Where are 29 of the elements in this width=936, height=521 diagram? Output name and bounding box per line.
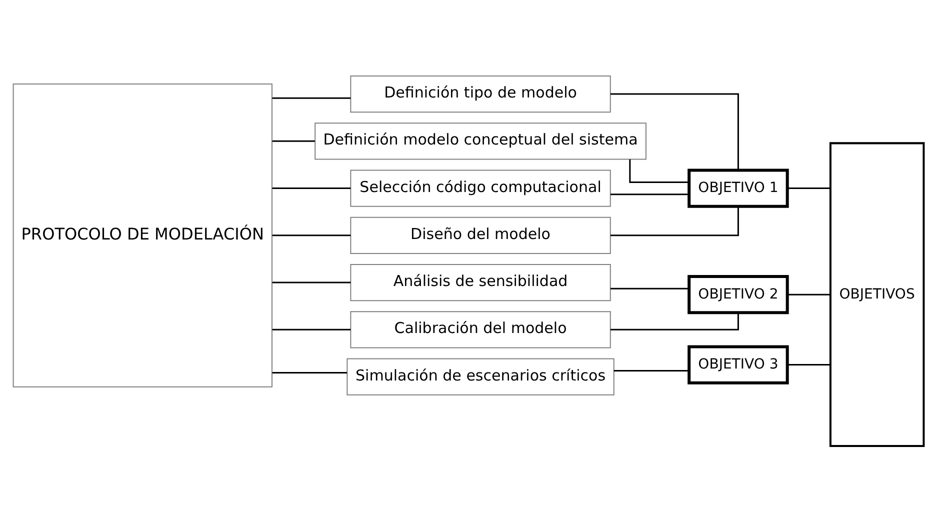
connector	[610, 312, 738, 330]
node-box: Calibración del modelo	[350, 310, 610, 348]
connector	[610, 92, 738, 170]
connector	[272, 372, 346, 374]
node-box: Diseño del modelo	[350, 216, 610, 254]
connector	[610, 206, 738, 236]
node-box: OBJETIVO 3	[687, 344, 788, 384]
node-box: OBJETIVO 1	[687, 168, 788, 208]
node-box: OBJETIVO 2	[687, 274, 788, 314]
node-box: Simulación de escenarios críticos	[346, 358, 614, 395]
node-box: Definición modelo conceptual del sistema	[314, 122, 646, 160]
connector	[787, 293, 830, 295]
connector	[628, 158, 688, 183]
connector	[787, 187, 830, 189]
node-box: PROTOCOLO DE MODELACIÓN	[12, 83, 272, 387]
node-box: Definición tipo de modelo	[350, 75, 610, 112]
node-box: Análisis de sensibilidad	[350, 264, 610, 301]
connector	[272, 281, 350, 283]
connector	[272, 140, 314, 142]
connector	[272, 187, 350, 189]
connector	[272, 328, 350, 330]
node-box: Selección código computacional	[350, 169, 610, 206]
node-box: OBJETIVOS	[828, 142, 924, 446]
connector	[272, 234, 350, 236]
connector	[610, 287, 689, 289]
connector	[613, 370, 688, 372]
connector	[787, 364, 830, 366]
connector	[610, 193, 689, 195]
connector	[272, 96, 350, 98]
